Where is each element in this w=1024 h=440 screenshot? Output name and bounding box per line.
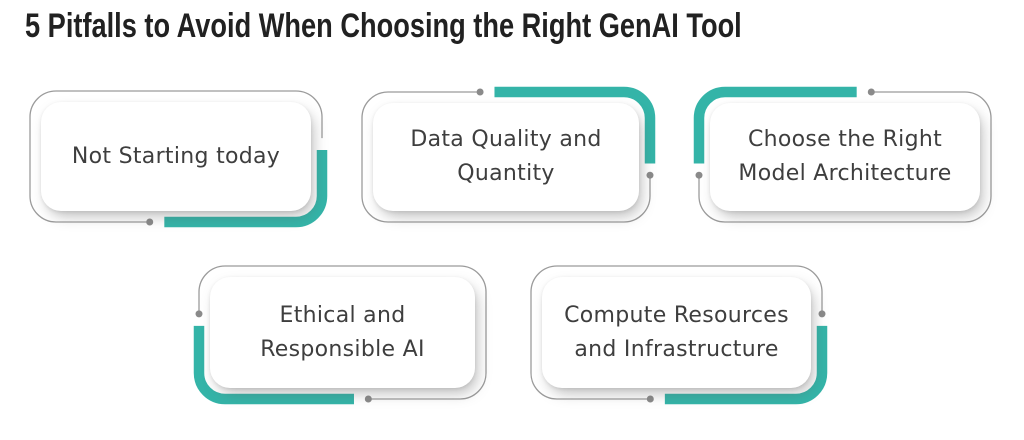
card-label-line: Not Starting today bbox=[71, 143, 281, 169]
card-label-line: Ethical and bbox=[279, 302, 406, 328]
card-data-quality-and-quantity: Data Quality and Quantity bbox=[356, 86, 656, 228]
card-label-line: Model Architecture bbox=[738, 161, 952, 186]
card-frame-accent bbox=[530, 265, 828, 405]
card-choose-right-model-architecture: Choose the Right Model Architecture bbox=[693, 86, 997, 228]
card-label-line: and Infrastructure bbox=[574, 336, 779, 362]
card-label-line: Quantity bbox=[457, 161, 555, 186]
card-ethical-responsible-ai: Ethical and Responsible AI bbox=[193, 260, 492, 405]
card-frame-accent bbox=[193, 265, 487, 405]
card-face: Choose the Right Model Architecture bbox=[710, 103, 980, 211]
card-frame-accent bbox=[29, 90, 328, 228]
card-compute-resources-infrastructure: Compute Resources and Infrastructure bbox=[525, 260, 828, 405]
card-label-line: Responsible AI bbox=[260, 336, 425, 362]
card-face: Data Quality and Quantity bbox=[373, 103, 639, 211]
card-face: Compute Resources and Infrastructure bbox=[542, 277, 811, 388]
card-label-line: Compute Resources bbox=[564, 302, 789, 328]
card-label-line: Data Quality and bbox=[410, 127, 602, 152]
page-title: 5 Pitfalls to Avoid When Choosing the Ri… bbox=[25, 7, 742, 45]
card-face: Ethical and Responsible AI bbox=[210, 277, 475, 388]
card-label-line: Choose the Right bbox=[747, 127, 943, 152]
card-not-starting-today: Not Starting today bbox=[24, 85, 328, 228]
card-frame-accent bbox=[693, 86, 992, 223]
card-frame-accent bbox=[361, 86, 656, 223]
card-face: Not Starting today bbox=[41, 102, 311, 211]
